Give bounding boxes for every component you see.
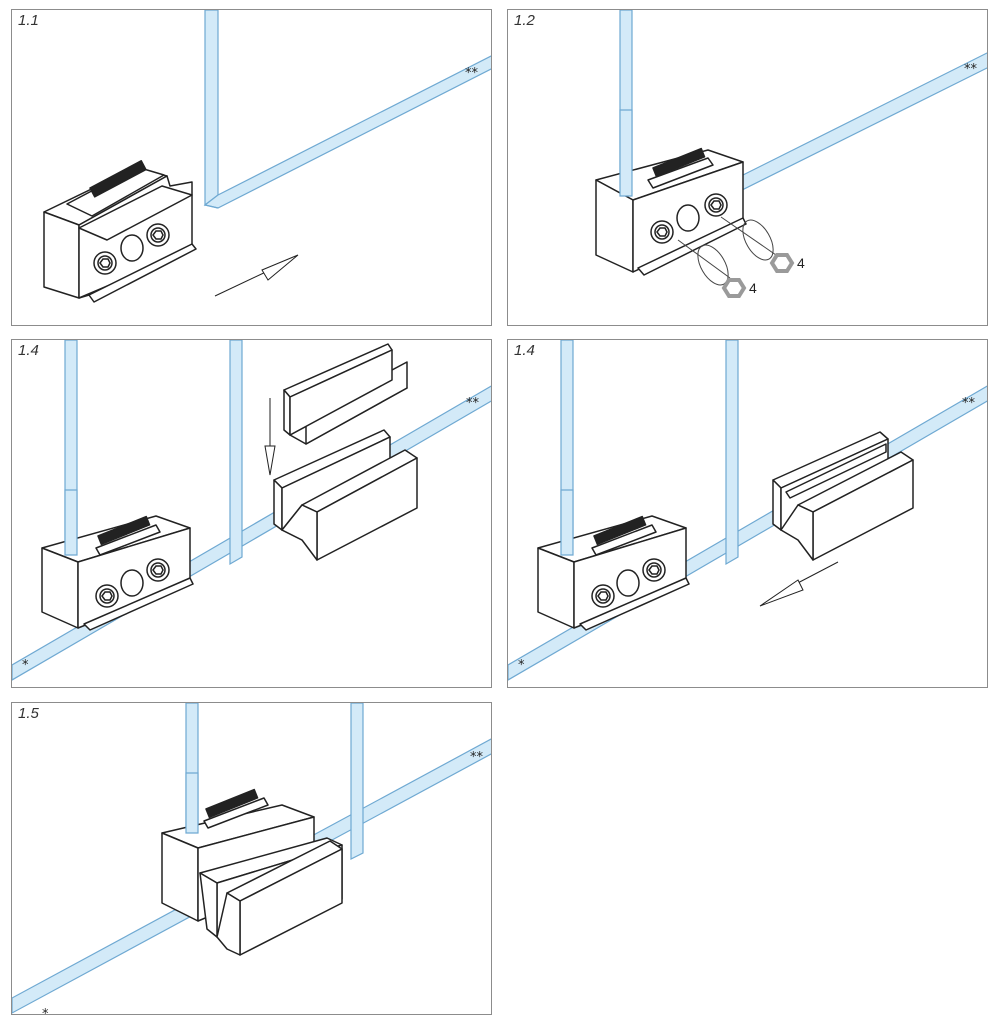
callout-label: 4	[749, 280, 757, 296]
glass-panel	[203, 10, 491, 209]
glass-mark: **	[465, 66, 479, 81]
step-1-4b-illustration: ** *	[508, 340, 987, 681]
glass-mark: **	[962, 396, 976, 411]
hex-bolt-icon	[591, 558, 666, 608]
step-label: 1.1	[18, 12, 39, 29]
glass-mark: **	[470, 750, 484, 765]
step-label: 1.4	[514, 342, 535, 359]
hex-bolt-icon	[93, 223, 170, 275]
glass-mark: **	[964, 62, 978, 77]
glass-edge	[64, 489, 78, 556]
hex-bolt-icon	[95, 558, 170, 608]
glass-panel	[508, 340, 987, 681]
panel-step-1-2: 1.2 **	[507, 9, 988, 326]
hex-washer-icon	[721, 253, 795, 298]
step-label: 1.4	[18, 342, 39, 359]
arrow-icon	[214, 254, 299, 297]
step-1-1-illustration: **	[43, 10, 491, 303]
step-1-5-illustration: ** *	[12, 703, 491, 1015]
panel-step-1-4a: 1.4 ** *	[11, 339, 492, 688]
glass-mark: **	[466, 396, 480, 411]
bracket-icon	[43, 160, 197, 303]
callout-label: 4	[797, 255, 805, 271]
glass-panel	[12, 340, 491, 681]
step-1-4a-illustration: ** *	[12, 340, 491, 681]
u-channel-icon	[199, 837, 343, 956]
panel-step-1-1: 1.1 **	[11, 9, 492, 326]
hex-bolt-icon	[650, 193, 728, 244]
glass-mark: *	[518, 658, 525, 673]
step-label: 1.5	[18, 705, 39, 722]
arrow-icon	[759, 561, 839, 607]
glass-edge	[560, 489, 574, 556]
panel-step-1-4b: 1.4 ** *	[507, 339, 988, 688]
u-channel-icon	[772, 431, 914, 561]
u-channel-icon	[283, 343, 408, 445]
u-channel-icon	[273, 429, 418, 561]
step-label: 1.2	[514, 12, 535, 29]
rotation-arrow-icon	[677, 216, 777, 286]
arrow-icon	[264, 398, 276, 476]
step-1-2-illustration: ** 4 4	[595, 10, 987, 298]
glass-mark: *	[22, 658, 29, 673]
glass-edge	[185, 772, 199, 834]
panel-step-1-5: 1.5 ** *	[11, 702, 492, 1015]
glass-edge	[619, 109, 633, 197]
glass-mark: *	[42, 1007, 49, 1015]
